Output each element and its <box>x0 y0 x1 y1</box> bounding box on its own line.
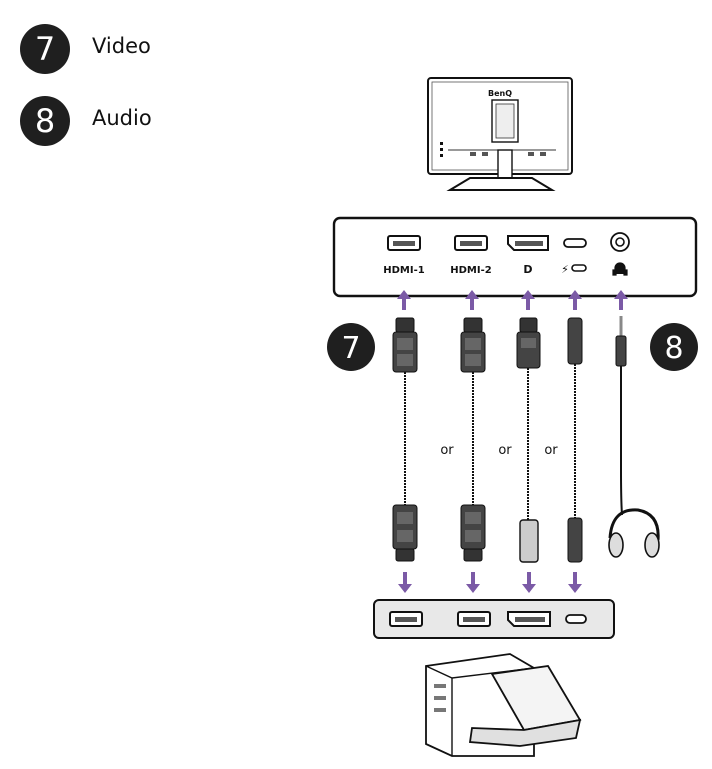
arrow-up-icon <box>465 290 479 310</box>
callout-audio-number: 8 <box>664 331 683 366</box>
legend-video-badge: 7 <box>20 24 70 74</box>
headphone-icon <box>612 262 628 276</box>
headphones-icon <box>608 508 660 558</box>
monitor-brand-logo: BenQ <box>488 89 512 98</box>
displayport-port <box>507 235 549 251</box>
hdmi-cable-2 <box>460 317 486 562</box>
arrow-down-icon <box>522 572 536 593</box>
hdmi-2-label: HDMI-2 <box>450 265 491 276</box>
headphone-cable <box>615 316 627 516</box>
hdmi-1-label: HDMI-1 <box>383 265 424 276</box>
hdmi-2-port <box>454 235 488 251</box>
thunderbolt-label-group: ⚡ <box>561 263 587 276</box>
headphone-jack <box>610 232 630 252</box>
arrow-up-icon <box>614 290 628 310</box>
arrow-up-icon <box>568 290 582 310</box>
desktop-and-laptop <box>425 653 582 757</box>
legend-audio-badge: 8 <box>20 96 70 146</box>
arrow-down-icon <box>568 572 582 593</box>
arrow-up-icon <box>397 290 411 310</box>
thunderbolt-icon: ⚡ <box>561 263 569 276</box>
or-label: or <box>440 443 454 458</box>
monitor-back-view: BenQ <box>427 77 573 191</box>
arrows-to-computer <box>398 572 582 593</box>
arrow-up-icon <box>521 290 535 310</box>
displayport-label: D <box>523 263 532 276</box>
hdmi-cable-1 <box>392 317 418 562</box>
monitor-port-panel: HDMI-1 HDMI-2 D ⚡ <box>332 216 698 298</box>
or-label: or <box>544 443 558 458</box>
legend-audio-label: Audio <box>92 106 152 130</box>
arrow-down-icon <box>466 572 480 593</box>
legend-video-label: Video <box>92 34 151 58</box>
callout-audio: 8 <box>650 323 698 371</box>
callout-video: 7 <box>327 323 375 371</box>
arrow-down-icon <box>398 572 412 593</box>
displayport-cable <box>516 317 541 563</box>
computer-port-panel <box>373 599 615 639</box>
usb-c-port <box>563 238 587 248</box>
callout-video-number: 7 <box>341 331 360 366</box>
usb-c-cable <box>567 317 583 563</box>
hdmi-1-port <box>387 235 421 251</box>
or-label: or <box>498 443 512 458</box>
arrows-to-monitor <box>397 290 628 310</box>
